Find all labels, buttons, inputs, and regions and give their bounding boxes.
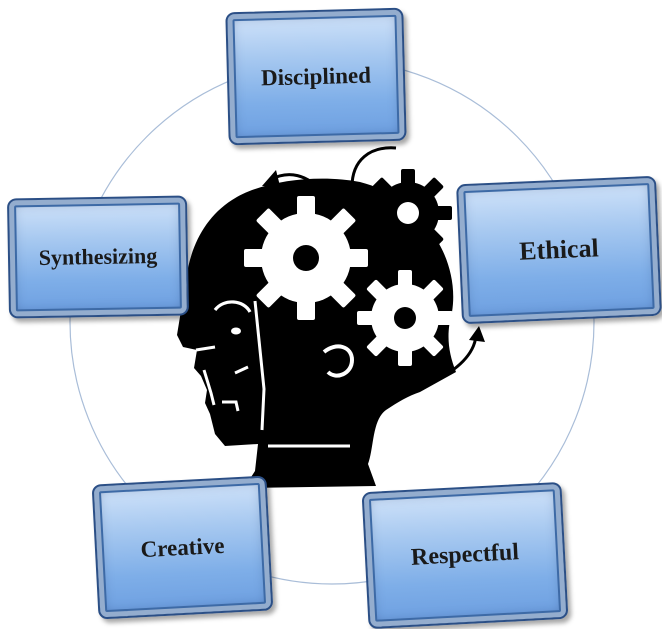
curved-arrow-icon — [262, 170, 324, 194]
gear-icon — [357, 270, 453, 366]
quality-box-creative: Creative — [91, 475, 274, 620]
quality-box-disciplined: Disciplined — [225, 7, 407, 146]
quality-box-ethical: Ethical — [456, 175, 662, 325]
curved-arrow-icon — [431, 326, 485, 384]
gear-icon — [364, 169, 452, 257]
curved-arrow-icon — [350, 146, 397, 188]
quality-label: Respectful — [410, 539, 520, 571]
quality-label: Ethical — [518, 233, 600, 266]
quality-box-respectful: Respectful — [361, 481, 569, 629]
quality-label: Disciplined — [260, 62, 372, 90]
gear-icon — [244, 196, 368, 320]
quality-box-synthesizing: Synthesizing — [6, 195, 190, 319]
quality-label: Creative — [139, 532, 226, 562]
quality-label: Synthesizing — [38, 242, 158, 271]
